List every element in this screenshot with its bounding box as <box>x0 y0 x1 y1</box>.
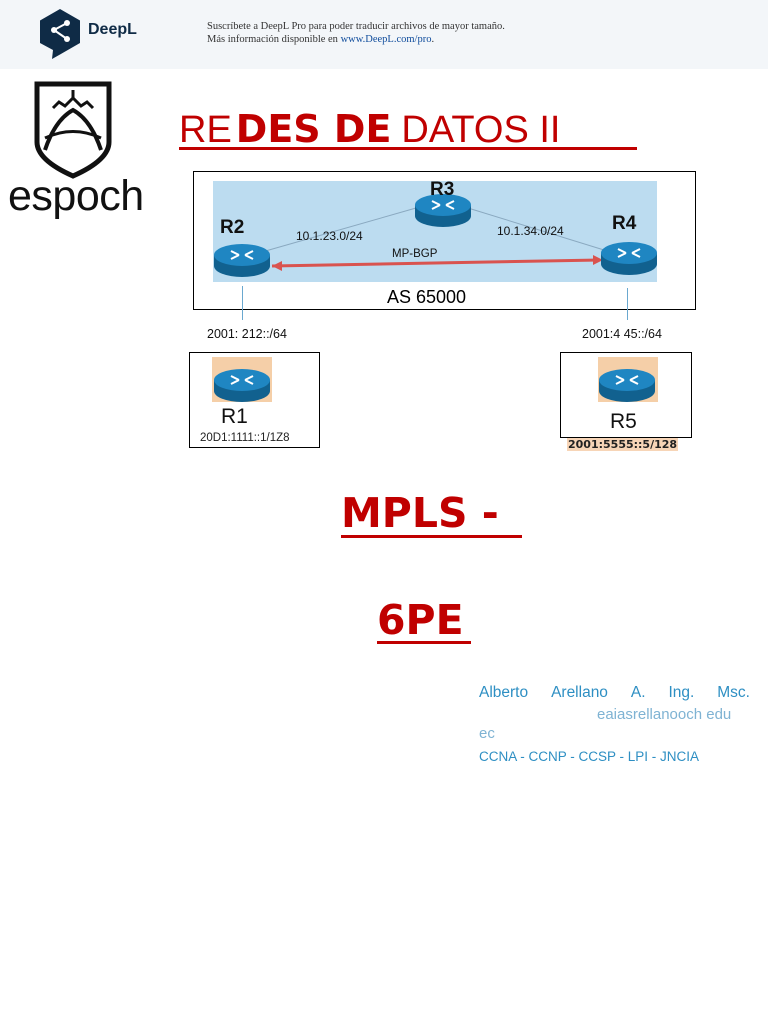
title-part-2: DES DE <box>235 107 392 151</box>
ipv6-net-right: 2001:4 45::/64 <box>582 327 662 341</box>
heading-6pe: 6PE <box>377 596 464 644</box>
router-r1-label: R1 <box>221 405 248 428</box>
title-part-1: RE <box>179 109 232 151</box>
mp-bgp-label: MP-BGP <box>392 248 438 260</box>
title-underline <box>179 147 637 150</box>
ipv6-net-left: 2001: 212::/64 <box>207 327 287 341</box>
router-r3-icon[interactable] <box>414 192 472 228</box>
author-word-1: Alberto <box>479 684 529 701</box>
upsell-prefix: Más información disponible en <box>207 34 341 45</box>
router-r2-label: R2 <box>220 217 245 238</box>
heading-6pe-underline <box>377 641 471 644</box>
deepl-brand-name: DeepL <box>88 21 137 38</box>
link-r2-r1 <box>242 286 243 320</box>
upsell-line-2: Más información disponible en www.DeepL.… <box>207 33 505 46</box>
deepl-pro-link[interactable]: www.DeepL.com/pro <box>340 34 432 45</box>
heading-mpls-underline <box>341 535 522 538</box>
upsell-line-1: Suscríbete a DeepL Pro para poder traduc… <box>207 21 505 32</box>
as-number-label: AS 65000 <box>387 287 467 307</box>
upsell-suffix: . <box>431 34 435 45</box>
deepl-logo-icon[interactable] <box>38 8 82 60</box>
title-part-3: DATOS II <box>401 109 561 151</box>
router-r1-icon[interactable] <box>213 367 271 403</box>
author-word-2: Arellano <box>551 684 608 701</box>
router-r3-label: R3 <box>430 179 455 200</box>
author-word-5: Msc. <box>717 684 750 701</box>
link-r4-r5 <box>627 288 628 320</box>
author-word-4: Ing. <box>668 684 695 701</box>
router-r5-icon[interactable] <box>598 367 656 403</box>
author-email-suffix: ec <box>479 725 495 742</box>
author-word-3: A. <box>630 684 646 701</box>
r1-ipv6-address: 20D1:1111::1/1Z8 <box>200 432 290 444</box>
author-name: Alberto Arellano A. Ing. Msc. <box>479 684 750 702</box>
author-certifications: CCNA - CCNP - CCSP - LPI - JNCIA <box>479 749 700 764</box>
r5-ipv6-address: 2001:5555::5/128 <box>567 438 679 451</box>
subnet-r2-r3: 10.1.23.0/24 <box>296 229 363 243</box>
router-r4-icon[interactable] <box>600 240 658 276</box>
heading-mpls: MPLS - <box>341 489 499 537</box>
author-email[interactable]: eaiasrellanooch edu <box>597 706 732 723</box>
deepl-banner: DeepL Suscríbete a DeepL Pro para poder … <box>0 0 768 69</box>
router-r5-label: R5 <box>610 410 637 433</box>
deepl-upsell-text: Suscríbete a DeepL Pro para poder traduc… <box>207 20 505 46</box>
router-r2-icon[interactable] <box>213 242 271 278</box>
subnet-r3-r4: 10.1.34.0/24 <box>497 224 564 238</box>
espoch-shield-icon <box>34 81 112 179</box>
router-r4-label: R4 <box>612 213 637 234</box>
espoch-wordmark: espoch <box>8 172 144 220</box>
